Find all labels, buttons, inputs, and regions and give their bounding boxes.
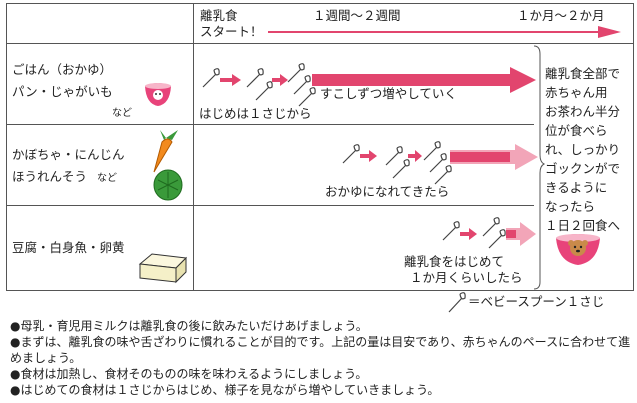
row-divider xyxy=(6,124,534,125)
month-label: １か月〜２か月 xyxy=(517,8,605,23)
row1-start-note: はじめは１さじから xyxy=(199,106,312,121)
week-label: １週間〜２週間 xyxy=(313,8,401,23)
timeline-arrow xyxy=(268,26,621,38)
summary-bracket xyxy=(533,45,546,290)
row1-progression-arrows xyxy=(202,63,536,107)
row3-progression-arrows xyxy=(442,217,536,249)
row3-food: 豆腐・白身魚・卵黄 xyxy=(12,240,125,255)
baby-spoon-icon xyxy=(448,292,466,313)
row2-progression-arrows xyxy=(342,141,538,185)
note-item: ●はじめての食材は１さじからはじめ、様子を見ながら増やしていきましょう。 xyxy=(10,383,440,397)
row1-etc: など xyxy=(112,108,132,119)
summary-text: 離乳食全部で 赤ちゃん用 お茶わん半分 位が食べら れ、しっかり ゴックンがで … xyxy=(545,66,621,233)
row2-food: かぼちゃ・にんじん ほうれんそう など xyxy=(12,147,125,184)
start-label: 離乳食 スタート！ xyxy=(200,8,263,39)
note-item: ●母乳・育児用ミルクは離乳食の後に飲みたいだけあげましょう。 xyxy=(10,319,368,333)
header-divider xyxy=(6,43,634,44)
tofu-icon xyxy=(138,253,188,284)
note-item: ●食材は加熱し、食材そのものの味を味わえるようにしましょう。 xyxy=(10,367,368,381)
column-divider xyxy=(193,3,194,290)
row3-note: 離乳食をはじめて １か月くらいしたら xyxy=(404,254,523,285)
carrot-icon xyxy=(153,130,178,173)
notes-list: ●母乳・育児用ミルクは離乳食の後に飲みたいだけあげましょう。 ●まずは、離乳食の… xyxy=(10,318,632,398)
feeding-table xyxy=(6,3,634,291)
note-item: ●まずは、離乳食の味や舌ざわりに慣れることが目的です。上記の量は目安であり、赤ち… xyxy=(10,335,631,365)
row2-note: おかゆになれてきたら xyxy=(325,184,450,199)
spoon-legend: ＝ベビースプーン１さじ xyxy=(468,294,605,309)
spinach-icon xyxy=(153,169,183,201)
bowl-icon xyxy=(556,234,600,265)
row1-food: ごはん（おかゆ） パン・じゃがいも xyxy=(12,62,113,99)
bowl-icon xyxy=(145,83,171,106)
row1-note: すこしずつ増やしていく xyxy=(320,86,457,101)
row-divider xyxy=(6,205,534,206)
